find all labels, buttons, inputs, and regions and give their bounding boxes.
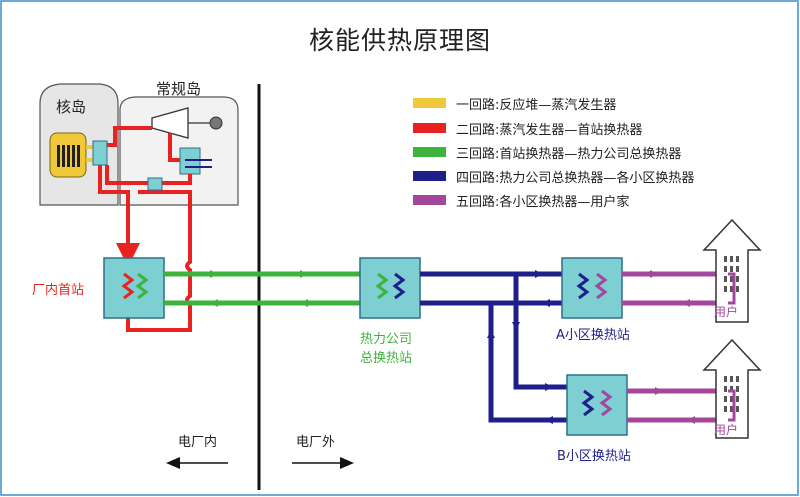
turbine-icon [151, 107, 189, 139]
heat-exchanger-icon [561, 257, 623, 319]
legend-swatch [413, 147, 446, 157]
heat-exchanger-icon [566, 374, 628, 436]
legend-text: 二回路:蒸汽发生器—首站换热器 [456, 123, 643, 138]
arrow-left-icon [166, 457, 228, 469]
outside-plant-label: 电厂外 [296, 435, 336, 450]
diagram-title: 核能供热原理图 [308, 26, 491, 55]
user-b-label: 用户 [714, 423, 739, 437]
legend-text: 一回路:反应堆—蒸汽发生器 [456, 98, 617, 113]
company-station-label-line2: 总换热站 [360, 351, 413, 366]
company-station-label-line1: 热力公司 [360, 332, 413, 347]
house-icon [702, 338, 762, 439]
legend-swatch [413, 123, 446, 133]
legend-text: 三回路:首站换热器—热力公司总换热器 [456, 147, 682, 162]
legend-swatch [413, 195, 446, 205]
legend-swatch [413, 98, 446, 108]
plant-station-label: 厂内首站 [32, 283, 85, 298]
heat-exchanger-icon [359, 257, 421, 319]
reactor-icon [49, 132, 87, 178]
house-icon [702, 218, 762, 323]
station-a-label: A小区换热站 [556, 328, 630, 343]
arrow-right-icon [292, 457, 354, 469]
steam-generator-icon [92, 140, 108, 166]
generator-icon [209, 116, 223, 130]
inside-plant-label: 电厂内 [178, 435, 218, 450]
heat-exchanger-icon [103, 257, 165, 319]
legend-text: 四回路:热力公司总换热器—各小区换热器 [456, 171, 695, 186]
station-b-label: B小区换热站 [557, 449, 631, 464]
legend-swatch [413, 171, 446, 181]
pump-icon [147, 177, 163, 191]
nuclear-island-label: 核岛 [56, 98, 87, 116]
conventional-island-label: 常规岛 [156, 80, 202, 98]
user-a-label: 用户 [714, 305, 739, 319]
legend-text: 五回路:各小区换热器—用户家 [456, 195, 630, 210]
